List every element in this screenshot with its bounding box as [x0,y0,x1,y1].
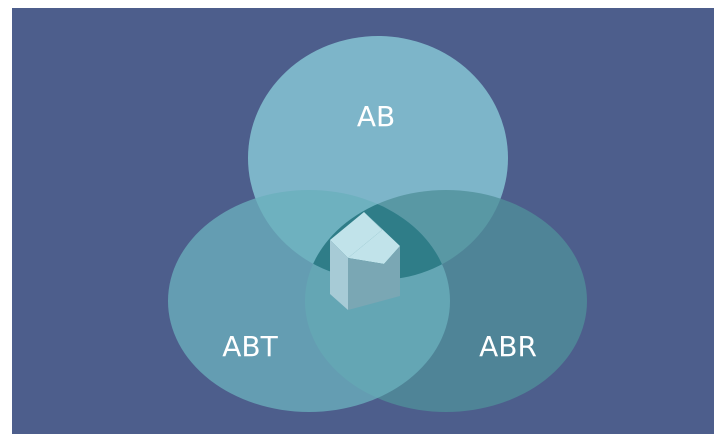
venn-diagram: AB ABT ABR [12,8,714,434]
label-abt: ABT [222,330,278,363]
label-ab: AB [357,100,395,133]
house-icon [330,212,400,310]
diagram-frame: AB ABT ABR [12,8,714,434]
label-abr: ABR [479,330,537,363]
